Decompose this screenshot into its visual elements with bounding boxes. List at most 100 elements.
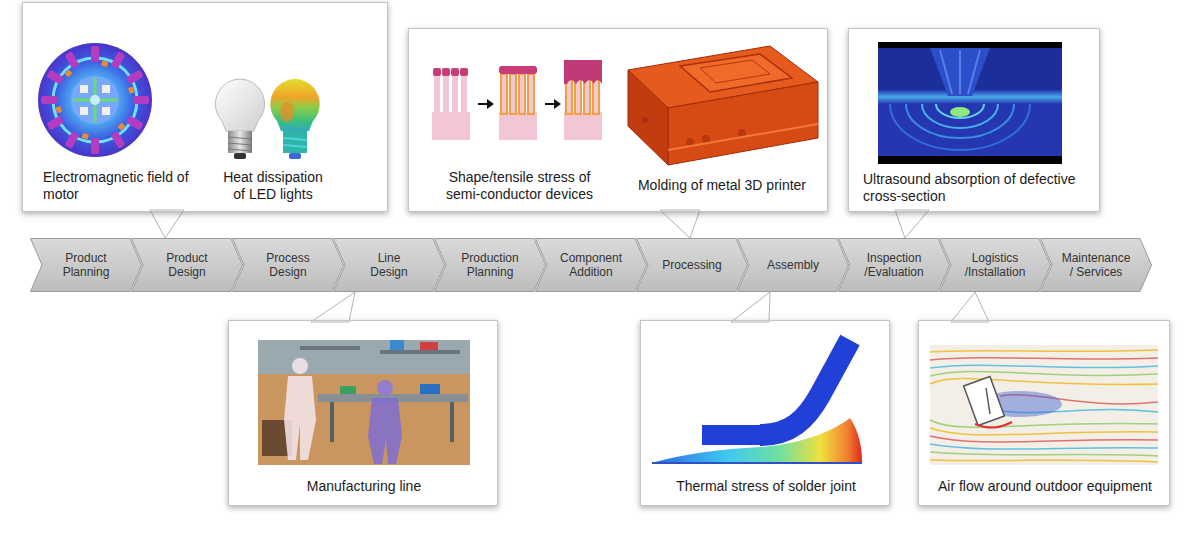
semiconductor-images-shape — [478, 103, 488, 105]
led-bulb-images-shape — [289, 153, 301, 159]
motor-field-image-shape — [65, 70, 73, 78]
solder-joint-image-shape — [655, 418, 862, 462]
airflow-image-shape — [930, 420, 1158, 427]
ultrasound-image-shape — [950, 107, 970, 117]
caption: Air flow around outdoor equipment — [927, 478, 1163, 495]
airflow-image-shape — [964, 376, 1005, 425]
chevron-outline — [839, 239, 950, 292]
manufacturing-line-image-shape — [420, 384, 440, 394]
callout-box: Ultrasound absorption of defective cross… — [848, 28, 1100, 212]
semiconductor-images-shape — [575, 80, 581, 114]
callout-pointer — [150, 210, 184, 238]
caption: Molding of metal 3D printer — [627, 177, 817, 194]
motor-field-image-shape — [80, 85, 88, 93]
metal-3d-mold-image-shape — [668, 82, 818, 165]
ultrasound-image-shape — [878, 156, 1062, 164]
step-label: Assembly — [743, 258, 843, 272]
caption: Thermal stress of solder joint — [651, 478, 881, 495]
ultrasound-image-shape — [940, 50, 952, 94]
callout-box: Electromagnetic field of motorHeat dissi… — [22, 2, 388, 212]
process-chevron: Processing — [636, 238, 748, 292]
solder-joint-image-shape — [652, 462, 862, 464]
chevron-outline — [334, 239, 445, 292]
motor-field-image-shape — [56, 106, 62, 113]
chevron-outline — [31, 239, 142, 292]
motor-field-image-shape — [82, 133, 89, 139]
motor-field-image-shape — [102, 85, 110, 93]
semiconductor-images-shape — [564, 60, 602, 84]
motor-field-image-shape — [71, 76, 119, 124]
chevron-outline — [1041, 239, 1152, 292]
step-label: Logistics /Installation — [958, 251, 1032, 279]
airflow-image-shape — [930, 452, 1158, 456]
process-chevron: Maintenance / Services — [1040, 238, 1152, 292]
chevron-outline — [435, 239, 546, 292]
semiconductor-images-shape — [460, 68, 468, 76]
callout-box: Thermal stress of solder joint — [640, 320, 890, 506]
manufacturing-line-image-shape — [258, 340, 470, 465]
step-label: Product Planning — [56, 251, 116, 279]
callout-grounds — [22, 2, 1170, 506]
chevron-outline — [132, 239, 243, 292]
semiconductor-images-shape — [554, 99, 561, 109]
process-chevron: Product Design — [131, 238, 243, 292]
callout-grounds-shape — [228, 320, 498, 506]
step-label: Maintenance / Services — [1059, 251, 1133, 279]
chevron-outline — [940, 239, 1051, 292]
caption: Ultrasound absorption of defective cross… — [863, 171, 1091, 205]
process-chevron: Inspection /Evaluation — [838, 238, 950, 292]
metal-3d-mold-image-shape — [642, 117, 648, 123]
ultrasound-image-shape — [930, 48, 990, 96]
semiconductor-images-shape — [499, 112, 537, 140]
callout-pointer — [951, 292, 989, 322]
chevron-outline — [233, 239, 344, 292]
airflow-image-shape — [986, 388, 990, 414]
semiconductor-images-shape — [566, 80, 572, 114]
motor-field-image — [38, 43, 152, 157]
semiconductor-images-shape — [442, 68, 450, 76]
ultrasound-image-shape — [878, 42, 1062, 48]
ultrasound-image-shape — [936, 104, 984, 118]
manufacturing-line-image-shape — [390, 340, 404, 350]
airflow-image-shape — [930, 444, 1158, 449]
motor-field-image-shape — [111, 51, 126, 69]
airflow-image — [930, 345, 1158, 465]
semiconductor-images-shape — [487, 99, 494, 109]
step-label: Process Design — [258, 251, 318, 279]
motor-field-image-shape — [133, 96, 149, 104]
led-bulb-images-shape — [228, 143, 252, 145]
led-bulb-images-shape — [228, 149, 252, 151]
semiconductor-images-shape — [443, 74, 449, 114]
callout-grounds-shape — [848, 28, 1100, 212]
manufacturing-line-image-shape — [340, 386, 356, 394]
motor-field-image-shape — [111, 131, 126, 149]
solder-joint-image-shape — [702, 425, 766, 445]
semiconductor-images-shape — [451, 68, 459, 76]
step-label: Line Design — [364, 251, 414, 279]
ultrasound-image-shape — [906, 104, 1014, 138]
motor-field-image-shape — [126, 116, 144, 131]
led-bulb-images-shape — [270, 79, 319, 131]
manufacturing-line-image — [258, 340, 470, 465]
process-chevron: Logistics /Installation — [939, 238, 1051, 292]
led-bulb-images-shape — [234, 153, 246, 159]
motor-field-image-shape — [126, 70, 144, 85]
callout-grounds-shape — [918, 320, 1170, 506]
semiconductor-images-shape — [432, 112, 470, 140]
metal-3d-mold-image-shape — [668, 124, 818, 150]
solder-joint-image-shape — [760, 340, 850, 435]
metal-3d-mold-image-shape — [680, 54, 792, 92]
airflow-image-shape — [930, 358, 1158, 360]
led-bulb-images-shape — [215, 79, 264, 131]
caption: Shape/tensile stress of semi-conductor d… — [437, 169, 602, 203]
callout-pointer — [311, 292, 355, 322]
manufacturing-line-image-shape — [377, 380, 393, 396]
motor-field-image-shape — [90, 95, 100, 105]
caption: Heat dissipation of LED lights — [218, 169, 328, 203]
motor-field-image-shape — [46, 116, 64, 131]
led-bulb-images-shape — [283, 138, 307, 140]
motor-field-image-shape — [128, 87, 134, 94]
manufacturing-line-image-shape — [292, 358, 308, 374]
airflow-image-shape — [930, 345, 1158, 465]
